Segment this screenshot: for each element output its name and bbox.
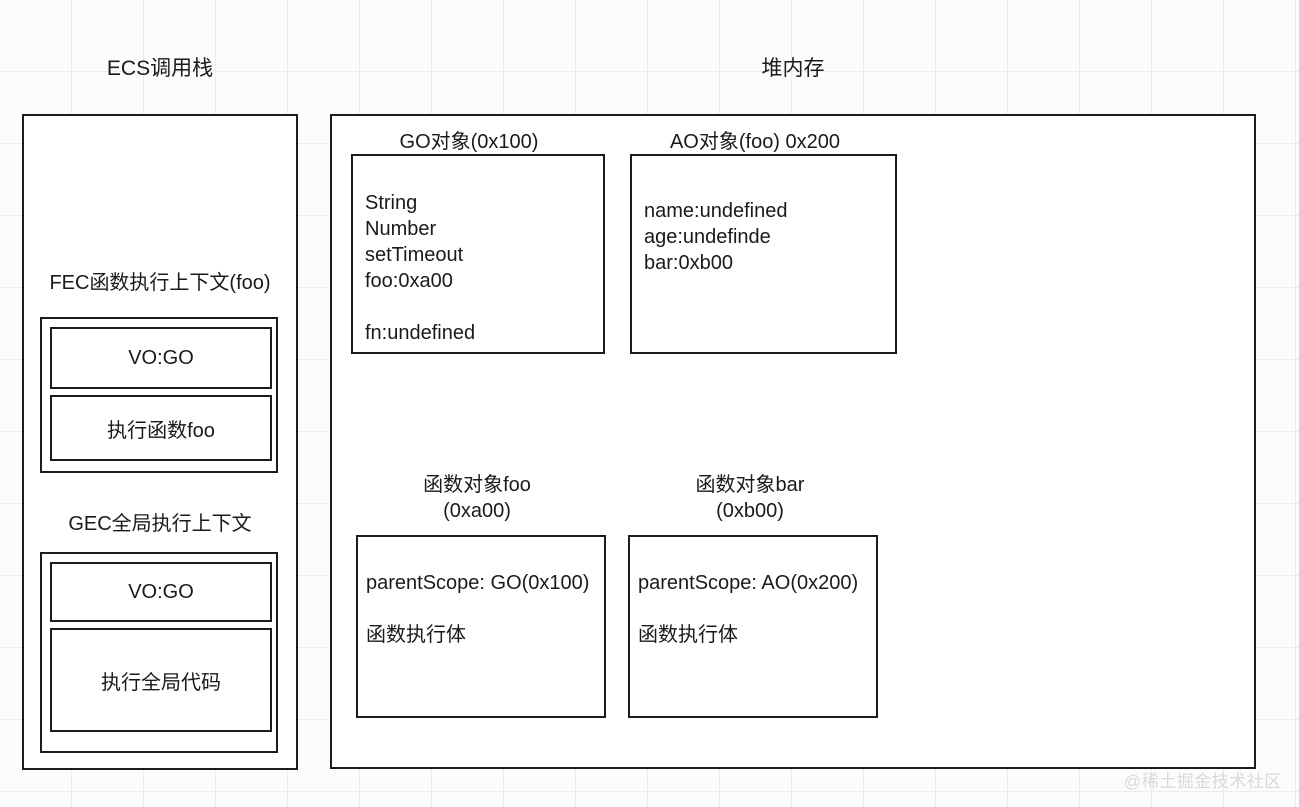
call-stack-panel: FEC函数执行上下文(foo) VO:GO 执行函数foo GEC全局执行上下文… (22, 114, 298, 770)
stack-panel-title: ECS调用栈 (106, 57, 214, 80)
function-object-bar-caption: 函数对象bar (0xb00) (695, 474, 805, 522)
gec-frame-group: VO:GO 执行全局代码 (40, 552, 278, 753)
ao-object-caption: AO对象(foo) 0x200 (669, 131, 841, 153)
heap-panel-title: 堆内存 (761, 57, 825, 80)
go-object-properties: String Number setTimeout foo:0xa00 fn:un… (365, 192, 476, 344)
ao-object-properties: name:undefined age:undefinde bar:0xb00 (644, 200, 788, 274)
gec-row-vo[interactable]: VO:GO (50, 562, 272, 622)
function-object-bar-box[interactable]: parentScope: AO(0x200) 函数执行体 (628, 535, 878, 718)
go-object-caption: GO对象(0x100) (399, 131, 539, 153)
function-object-foo-caption: 函数对象foo (0xa00) (423, 474, 531, 522)
ao-object-box[interactable]: name:undefined age:undefinde bar:0xb00 (630, 154, 897, 354)
heap-memory-panel: GO对象(0x100) String Number setTimeout foo… (330, 114, 1256, 769)
gec-frame-caption: GEC全局执行上下文 (68, 513, 252, 535)
function-object-bar-properties: parentScope: AO(0x200) 函数执行体 (638, 572, 859, 646)
function-object-foo-properties: parentScope: GO(0x100) 函数执行体 (366, 572, 590, 646)
fec-row-execute[interactable]: 执行函数foo (50, 395, 272, 461)
watermark: @稀土掘金技术社区 (1124, 772, 1282, 791)
fec-row-vo[interactable]: VO:GO (50, 327, 272, 389)
fec-frame-caption: FEC函数执行上下文(foo) (49, 272, 271, 294)
gec-row-execute[interactable]: 执行全局代码 (50, 628, 272, 732)
go-object-box[interactable]: String Number setTimeout foo:0xa00 fn:un… (351, 154, 605, 354)
function-object-foo-box[interactable]: parentScope: GO(0x100) 函数执行体 (356, 535, 606, 718)
fec-frame-group: VO:GO 执行函数foo (40, 317, 278, 473)
